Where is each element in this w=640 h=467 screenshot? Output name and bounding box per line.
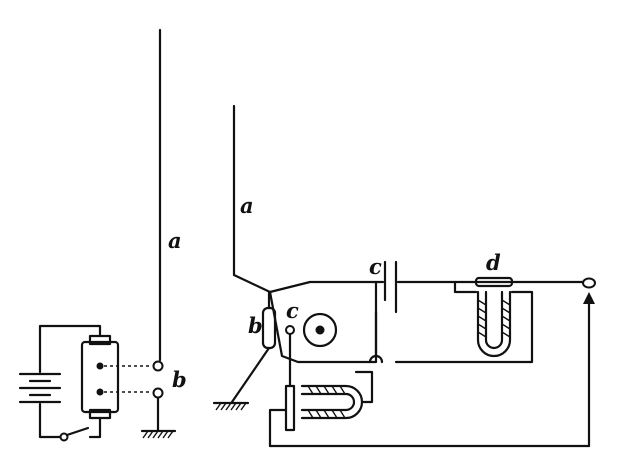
detector-housing — [268, 280, 378, 364]
left-antenna-label: a — [168, 228, 182, 253]
right-ground-wire — [230, 346, 271, 404]
left-terminal-label: b — [172, 367, 187, 392]
relay-label: d — [486, 250, 501, 275]
tapper-post — [284, 384, 296, 432]
left-terminal-upper — [152, 360, 164, 372]
tapper-left-wire — [268, 408, 288, 448]
coherer-label: b — [248, 313, 263, 338]
arrow-head — [583, 292, 595, 304]
relay-coil-windings — [477, 299, 511, 338]
right-circuit: a b c c d — [212, 104, 596, 448]
relay-magnet-core — [476, 290, 512, 358]
relay-return-wire — [394, 290, 534, 364]
detector-wheel-hub — [315, 325, 325, 335]
right-ground-hatch — [212, 401, 250, 411]
left-spark-box — [80, 340, 120, 414]
tapper-coil-windings — [307, 385, 346, 419]
relay-magnet-inner — [484, 290, 504, 350]
left-spark-ball-upper — [96, 362, 104, 370]
condenser-label: c — [369, 254, 382, 279]
right-terminal — [582, 277, 596, 289]
relay-armature — [474, 276, 514, 288]
key-switch — [59, 426, 90, 442]
tapper-magnet-inner — [300, 392, 356, 412]
tapper-feed-wire — [354, 370, 374, 404]
battery-symbol — [18, 372, 62, 404]
left-loop-return — [88, 416, 102, 439]
right-antenna-label: a — [240, 193, 254, 218]
left-circuit: a b — [18, 28, 187, 442]
contact-label: c — [286, 298, 299, 323]
left-terminal-lower — [152, 387, 164, 399]
left-battery-loop-top — [38, 324, 102, 374]
left-ground-hatch — [140, 429, 177, 439]
wire-crossing-hop — [368, 354, 384, 364]
left-battery-loop-bottom — [38, 402, 62, 439]
left-spark-ball-lower — [96, 388, 104, 396]
contact-point — [285, 325, 295, 335]
relay-feed — [453, 280, 478, 294]
right-antenna-wire — [232, 104, 272, 294]
